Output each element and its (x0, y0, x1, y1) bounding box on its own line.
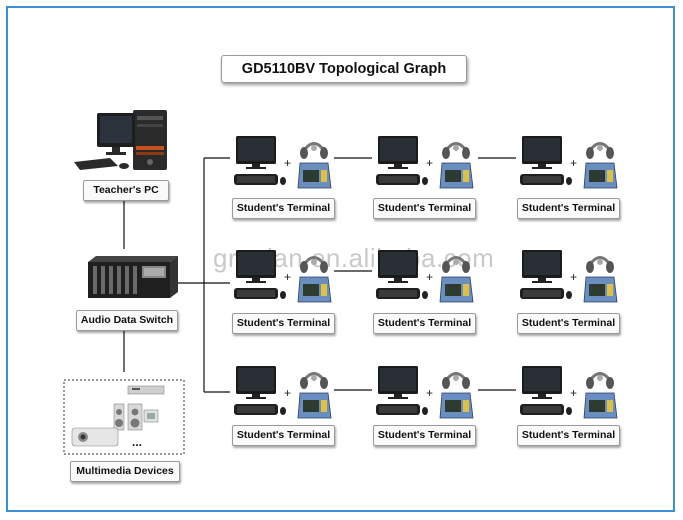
keyboard-icon (520, 288, 564, 299)
student-terminal-label-r2c3: Student's Terminal (517, 313, 620, 334)
terminal-pad-icon (297, 162, 332, 189)
student-terminal-label-r2c2: Student's Terminal (373, 313, 476, 334)
monitor-icon (236, 366, 276, 399)
student-terminal-label-r3c2: Student's Terminal (373, 425, 476, 446)
student-terminal-r3c2: + (376, 366, 474, 419)
keyboard-icon (376, 404, 420, 415)
plus-sign: + (284, 270, 291, 284)
connector-lines (123, 157, 516, 393)
monitor-icon (378, 366, 418, 399)
plus-sign: + (426, 156, 433, 170)
terminal-pad-icon (583, 276, 618, 303)
monitor-icon (236, 250, 276, 283)
terminal-pad-icon (297, 276, 332, 303)
teacher-pc-label: Teacher's PC (83, 180, 169, 201)
mouse-icon (566, 177, 572, 185)
student-terminal-r1c2: + (376, 136, 474, 189)
media-player-icon (127, 385, 165, 395)
student-terminal-label-r3c3: Student's Terminal (517, 425, 620, 446)
headset-icon (442, 256, 470, 273)
multimedia-label: Multimedia Devices (70, 461, 180, 482)
mouse-icon (566, 291, 572, 299)
plus-sign: + (284, 386, 291, 400)
headset-icon (442, 142, 470, 159)
plus-sign: + (426, 386, 433, 400)
audio-switch-label: Audio Data Switch (76, 310, 178, 331)
speaker-icon (113, 403, 159, 431)
keyboard-icon (376, 288, 420, 299)
keyboard-icon (520, 404, 564, 415)
student-terminal-r3c1: + (234, 366, 332, 419)
mouse-icon (280, 177, 286, 185)
headset-icon (300, 372, 328, 389)
keyboard-icon (234, 404, 278, 415)
monitor-icon (522, 250, 562, 283)
monitor-icon (378, 136, 418, 169)
teacher-pc-icon (74, 110, 167, 170)
headset-icon (586, 372, 614, 389)
headset-icon (442, 372, 470, 389)
plus-sign: + (570, 270, 577, 284)
terminal-pad-icon (583, 392, 618, 419)
projector-icon (71, 427, 119, 447)
student-terminal-label-r3c1: Student's Terminal (232, 425, 335, 446)
terminal-pad-icon (439, 162, 474, 189)
headset-icon (586, 142, 614, 159)
mouse-icon (422, 291, 428, 299)
headset-icon (300, 142, 328, 159)
student-terminal-label-r1c3: Student's Terminal (517, 198, 620, 219)
keyboard-icon (234, 288, 278, 299)
student-terminal-r1c3: + (520, 136, 618, 189)
multimedia-devices-group: ... (63, 379, 185, 455)
keyboard-icon (234, 174, 278, 185)
monitor-icon (236, 136, 276, 169)
mouse-icon (280, 291, 286, 299)
keyboard-icon (376, 174, 420, 185)
headset-icon (300, 256, 328, 273)
terminal-pad-icon (439, 276, 474, 303)
mouse-icon (422, 177, 428, 185)
mouse-icon (566, 407, 572, 415)
monitor-icon (378, 250, 418, 283)
monitor-icon (522, 136, 562, 169)
mouse-icon (422, 407, 428, 415)
student-terminal-r2c1: + (234, 250, 332, 303)
keyboard-icon (520, 174, 564, 185)
audio-switch-icon (88, 256, 178, 298)
monitor-icon (522, 366, 562, 399)
student-terminal-r3c3: + (520, 366, 618, 419)
student-terminal-r2c2: + (376, 250, 474, 303)
terminal-pad-icon (439, 392, 474, 419)
plus-sign: + (284, 156, 291, 170)
plus-sign: + (570, 156, 577, 170)
headset-icon (586, 256, 614, 273)
student-terminal-r2c3: + (520, 250, 618, 303)
diagram-title: GD5110BV Topological Graph (221, 55, 467, 83)
student-terminal-label-r1c2: Student's Terminal (373, 198, 476, 219)
terminal-pad-icon (297, 392, 332, 419)
mouse-icon (280, 407, 286, 415)
plus-sign: + (426, 270, 433, 284)
student-terminal-label-r1c1: Student's Terminal (232, 198, 335, 219)
multimedia-ellipsis: ... (132, 435, 142, 449)
terminal-pad-icon (583, 162, 618, 189)
student-terminals: + + + + + + + + + (234, 136, 618, 419)
student-terminal-r1c1: + (234, 136, 332, 189)
plus-sign: + (570, 386, 577, 400)
multimedia-dashed-box (63, 379, 185, 455)
student-terminal-label-r2c1: Student's Terminal (232, 313, 335, 334)
